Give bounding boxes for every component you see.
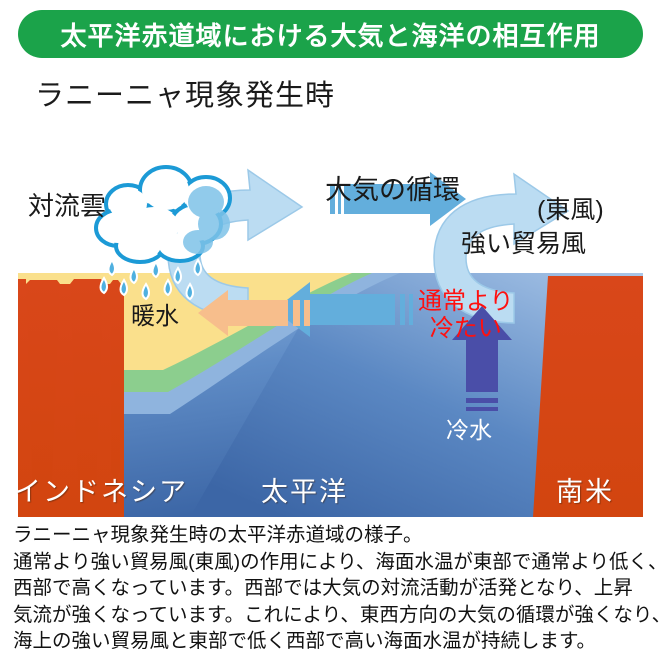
lanina-condition-label: ラニーニャ現象発生時	[35, 80, 336, 112]
south-america-shape	[533, 276, 643, 517]
colder-than-usual-line-2: 冷たい	[429, 314, 502, 342]
rain-drops	[99, 258, 202, 301]
caption-line: 海上の強い貿易風と東部で低く西部で高い海面水温が持続します。	[13, 630, 597, 653]
colder-than-usual-label: 通常より 冷たい	[418, 288, 514, 343]
strong-trade-wind-label: 強い貿易風	[461, 230, 587, 258]
colder-than-usual-line-1: 通常より	[418, 288, 514, 315]
arrow-tail-stripe	[330, 184, 335, 214]
cold-water-label: 冷水	[446, 417, 492, 443]
easterly-wind-label: (東風)	[537, 196, 604, 224]
region-label-pacific-ocean: 太平洋	[261, 477, 348, 507]
arrow-tail-stripe	[304, 300, 310, 326]
page-title: 太平洋赤道域における大気と海洋の相互作用	[60, 20, 601, 51]
region-label-south-america: 南米	[556, 477, 614, 507]
arrow-tail-stripe	[466, 398, 498, 403]
caption-block: ラニーニャ現象発生時の太平洋赤道域の様子。 通常より強い貿易風(東風)の作用によ…	[13, 522, 661, 655]
cold-upwelling-arrow	[452, 306, 512, 411]
caption-line: 気流が強くなっています。これにより、東西方向の大気の循環が強くなり、	[13, 603, 661, 626]
convective-cloud-label: 対流雲	[28, 191, 107, 221]
upper-level-flow-arrow	[330, 172, 466, 226]
indonesia-landmass	[18, 279, 124, 517]
title-banner: 太平洋赤道域における大気と海洋の相互作用	[18, 10, 643, 58]
region-label-indonesia: インドネシア	[14, 477, 188, 507]
atmospheric-circulation-label: 大気の循環	[325, 175, 460, 205]
ocean-atmosphere-diagram: ラニーニャ現象発生時 対流雲 大気の循環 (東風) 強い貿易風 暖水 通常より …	[0, 62, 661, 517]
caption-line: ラニーニャ現象発生時の太平洋赤道域の様子。	[13, 524, 423, 546]
caption-line: 通常より強い貿易風(東風)の作用により、海面水温が東部で通常より低く、	[13, 550, 661, 573]
arrow-tail-stripe	[409, 294, 413, 325]
warm-water-label: 暖水	[131, 303, 179, 330]
arrow-tail-stripe	[466, 407, 498, 411]
south-america-landmass	[533, 276, 643, 517]
caption-line: 西部で高くなっています。西部では大気の対流活動が活発となり、上昇	[13, 577, 633, 600]
arrow-tail-stripe	[400, 294, 405, 325]
arrow-tail-stripe	[338, 184, 341, 214]
warm-water-transport-arrow	[198, 290, 310, 336]
convective-cloud-icon	[94, 165, 232, 301]
east-deep-layer	[190, 273, 643, 517]
descending-circulation-arrow	[433, 172, 570, 324]
arrow-tail-stripe	[293, 300, 300, 326]
